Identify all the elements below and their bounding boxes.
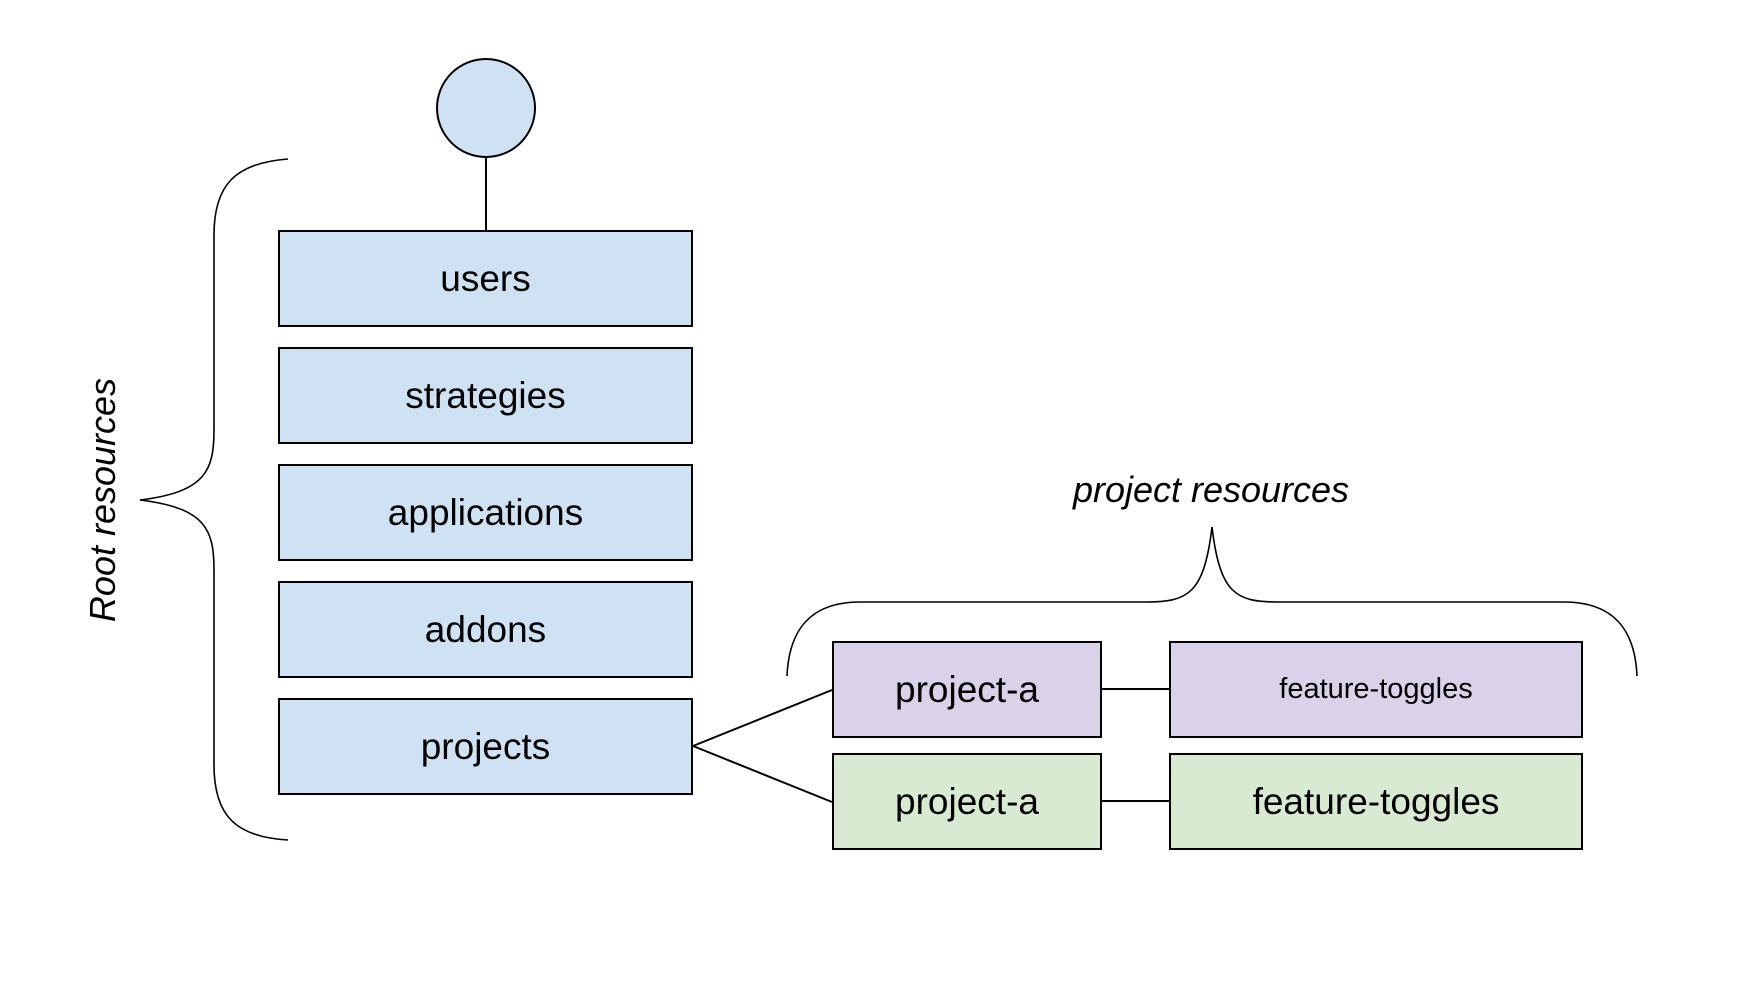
- project-resources-brace: [786, 526, 1638, 677]
- node-projects: projects: [278, 698, 693, 795]
- root-resources-label: Root resources: [82, 377, 123, 623]
- project-resources-label: project resources: [1072, 469, 1350, 510]
- node-strategies: strategies: [278, 347, 693, 444]
- projects-to-project-a-green-line: [692, 745, 833, 803]
- node-feature-toggles-green: feature-toggles: [1169, 753, 1583, 850]
- projects-to-project-a-purple-line: [692, 689, 833, 747]
- root-circle-node: [436, 58, 536, 158]
- root-resources-brace: [139, 158, 289, 841]
- node-project-a-green: project-a: [832, 753, 1102, 850]
- node-addons: addons: [278, 581, 693, 678]
- node-project-a-purple: project-a: [832, 641, 1102, 738]
- node-users: users: [278, 230, 693, 327]
- node-feature-toggles-purple: feature-toggles: [1169, 641, 1583, 738]
- node-applications: applications: [278, 464, 693, 561]
